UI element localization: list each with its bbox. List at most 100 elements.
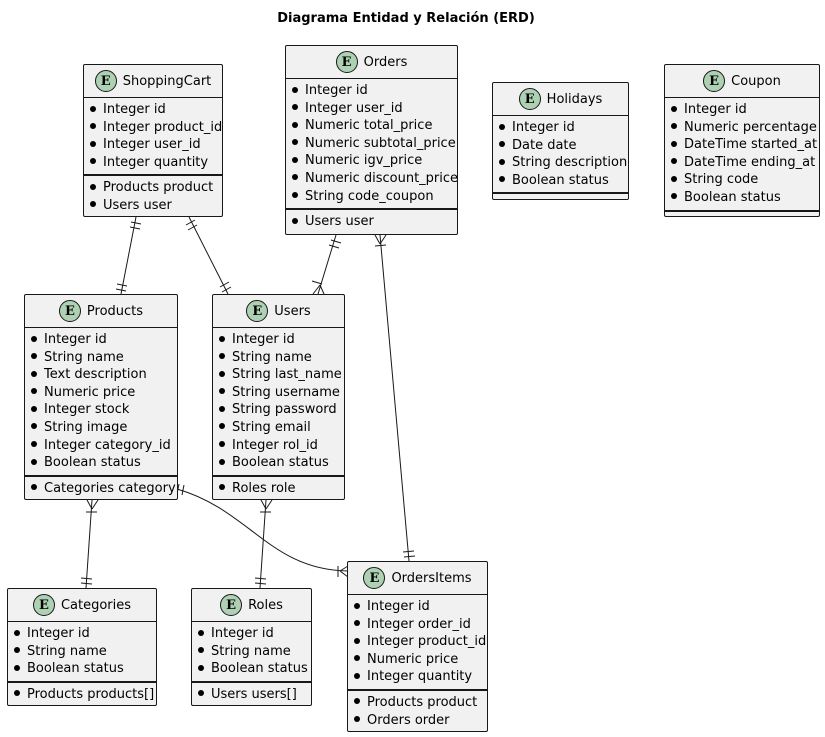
bullet-icon bbox=[292, 104, 298, 111]
attribute-text: String username bbox=[232, 384, 340, 400]
bullet-icon bbox=[90, 183, 96, 190]
entity-header: E Coupon bbox=[665, 65, 819, 98]
bullet-icon bbox=[219, 458, 225, 465]
relation-section: Products products[] bbox=[8, 680, 156, 707]
attribute-row: Integer quantity bbox=[84, 154, 222, 172]
attribute-text: Integer id bbox=[27, 626, 90, 641]
relation-text: Products product bbox=[367, 694, 478, 710]
attribute-text: Boolean status bbox=[27, 661, 124, 677]
edge-shoppingcart-users bbox=[188, 216, 229, 295]
attribute-text: Integer product_id bbox=[103, 119, 223, 135]
attribute-text: String code_coupon bbox=[305, 188, 434, 204]
relation-section bbox=[493, 192, 628, 200]
entity-name: ShoppingCart bbox=[122, 73, 212, 89]
bullet-icon bbox=[354, 637, 360, 644]
bullet-icon bbox=[671, 123, 677, 130]
attribute-text: Integer quantity bbox=[367, 669, 473, 685]
entity-badge-icon: E bbox=[94, 70, 117, 92]
relation-text: Users user bbox=[103, 197, 172, 213]
attribute-text: String email bbox=[232, 419, 311, 435]
bullet-icon bbox=[90, 158, 96, 165]
attribute-row: Integer id bbox=[8, 625, 156, 643]
attribute-text: Numeric price bbox=[44, 384, 136, 400]
bullet-icon bbox=[219, 353, 225, 360]
bullet-icon bbox=[90, 123, 96, 130]
bullet-icon bbox=[219, 484, 225, 491]
relation-section: Users user bbox=[286, 208, 457, 234]
entity-badge-icon: E bbox=[703, 70, 726, 92]
attribute-row: Boolean status bbox=[665, 189, 819, 207]
attribute-text: String name bbox=[232, 349, 312, 365]
attribute-row: Numeric igv_price bbox=[286, 152, 457, 170]
bullet-icon bbox=[671, 175, 677, 182]
relation-row: Products product bbox=[84, 179, 222, 197]
attribute-row: Boolean status bbox=[192, 660, 311, 678]
bullet-icon bbox=[90, 201, 96, 208]
entity-name: Coupon bbox=[731, 73, 781, 89]
bullet-icon bbox=[14, 690, 20, 697]
attribute-text: String image bbox=[44, 419, 128, 435]
bullet-icon bbox=[219, 423, 225, 430]
bullet-icon bbox=[31, 353, 37, 360]
attribute-row: Integer product_id bbox=[84, 119, 222, 137]
entity-badge-icon: E bbox=[220, 594, 243, 616]
relation-text: Roles role bbox=[232, 480, 296, 496]
attribute-text: DateTime started_at bbox=[684, 137, 818, 153]
bullet-icon bbox=[90, 105, 96, 112]
entity-name: OrdersItems bbox=[391, 570, 472, 586]
relation-section: Roles role bbox=[213, 474, 344, 501]
attribute-text: Boolean status bbox=[232, 455, 329, 471]
attribute-text: Date date bbox=[512, 137, 577, 153]
attribute-row: Numeric total_price bbox=[286, 117, 457, 135]
bullet-icon bbox=[31, 388, 37, 395]
attribute-text: Boolean status bbox=[684, 189, 781, 205]
entity-badge-icon: E bbox=[32, 594, 55, 616]
attribute-row: DateTime started_at bbox=[665, 136, 819, 154]
bullet-icon bbox=[499, 123, 505, 130]
attribute-row: Boolean status bbox=[213, 454, 344, 472]
attribute-row: String name bbox=[213, 349, 344, 367]
attribute-row: Integer id bbox=[286, 82, 457, 100]
attribute-row: Numeric price bbox=[348, 651, 487, 669]
bullet-icon bbox=[90, 140, 96, 147]
relation-text: Products product bbox=[103, 180, 214, 196]
attribute-text: Integer product_id bbox=[367, 634, 487, 650]
attribute-text: String last_name bbox=[232, 367, 342, 383]
relation-row: Users users[] bbox=[192, 686, 311, 704]
bullet-icon bbox=[671, 105, 677, 112]
attribute-row: Integer rol_id bbox=[213, 437, 344, 455]
entity-badge-icon: E bbox=[518, 88, 541, 110]
edge-orders-ordersitems bbox=[379, 234, 410, 562]
bullet-icon bbox=[354, 672, 360, 679]
attribute-text: Numeric discount_price bbox=[305, 170, 459, 186]
bullet-icon bbox=[292, 139, 298, 146]
relation-section bbox=[665, 209, 819, 218]
attribute-row: String code_coupon bbox=[286, 188, 457, 206]
bullet-icon bbox=[354, 698, 360, 705]
attribute-row: Integer order_id bbox=[348, 616, 487, 634]
edge-orders-users bbox=[317, 234, 337, 295]
bullet-icon bbox=[14, 664, 20, 671]
bullet-icon bbox=[14, 647, 20, 654]
relation-section: Categories category bbox=[25, 474, 177, 501]
attribute-row: String name bbox=[192, 643, 311, 661]
attribute-row: Integer id bbox=[25, 331, 177, 349]
entity-name: Orders bbox=[363, 54, 408, 70]
bullet-icon bbox=[499, 158, 505, 165]
attribute-text: Integer id bbox=[44, 332, 107, 347]
attribute-row: Boolean status bbox=[25, 454, 177, 472]
attribute-row: Integer id bbox=[192, 625, 311, 643]
relation-text: Orders order bbox=[367, 712, 450, 728]
